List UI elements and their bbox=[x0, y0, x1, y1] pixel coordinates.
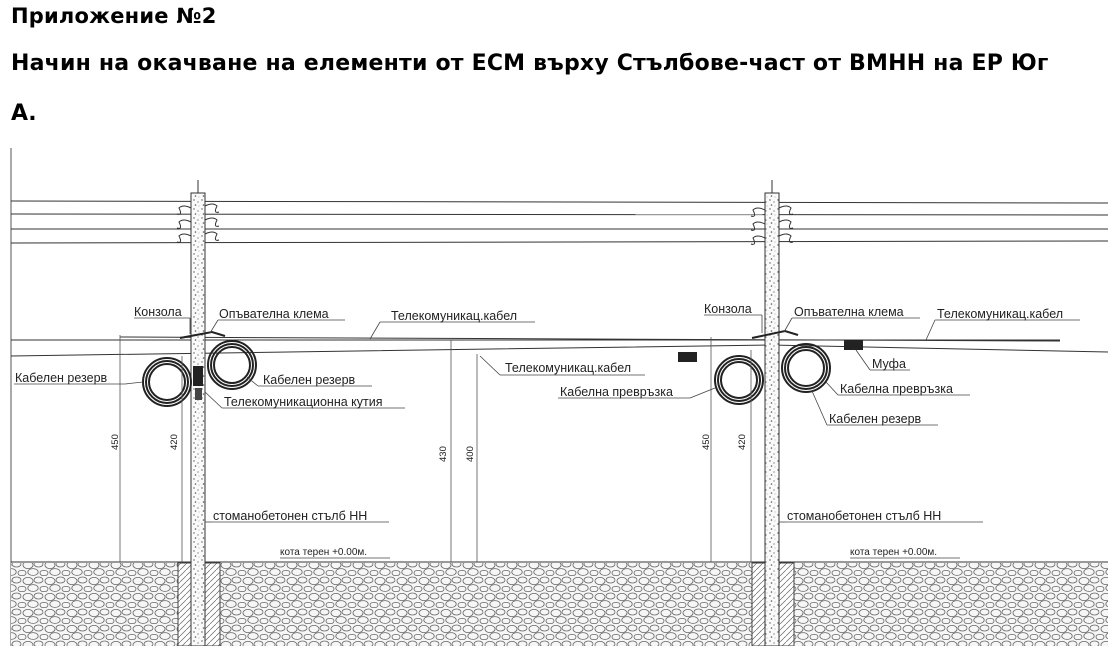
insulators bbox=[176, 203, 220, 243]
cable-reserve-label: Кабелен резерв bbox=[263, 373, 356, 387]
cable-reserve-right bbox=[207, 340, 257, 390]
ground-level-label: кота терен +0.00м. bbox=[850, 547, 937, 558]
concrete-pole bbox=[190, 192, 206, 646]
telecom-box-lower bbox=[195, 388, 202, 400]
page-title-continuation: А. bbox=[11, 101, 37, 126]
cable-reserve-label: Кабелен резерв bbox=[15, 371, 108, 385]
dimension-450: 450 bbox=[110, 434, 121, 450]
console-label: Конзола bbox=[704, 302, 752, 316]
clamp-label: Опъвателна клема bbox=[219, 307, 329, 321]
cable-reserve-left bbox=[714, 355, 764, 405]
concrete-pole bbox=[764, 192, 780, 646]
dimension-lines bbox=[119, 335, 752, 562]
ground-level-label: кота терен +0.00м. bbox=[280, 547, 367, 558]
console-label: Конзола bbox=[134, 305, 182, 319]
appendix-title: Приложение №2 bbox=[11, 4, 217, 28]
pole-label: стоманобетонен стълб НН bbox=[787, 509, 941, 523]
clamp-label: Опъвателна клема bbox=[794, 305, 904, 319]
telecom-cable-label: Телекомуникац.кабел bbox=[505, 361, 631, 375]
telecom-box bbox=[193, 366, 203, 386]
console bbox=[179, 330, 226, 339]
dimension-420: 420 bbox=[169, 434, 180, 450]
dimension-450: 450 bbox=[701, 434, 712, 450]
page-title: Начин на окачване на елементи от ЕСМ вър… bbox=[11, 51, 1049, 76]
right-pole-assembly bbox=[678, 180, 863, 646]
sleeve-label: Муфа bbox=[872, 357, 906, 371]
ground bbox=[11, 561, 1108, 646]
cable-reserve-left bbox=[142, 357, 192, 407]
cable-link-label: Кабелна превръзка bbox=[840, 382, 953, 396]
sleeve-right bbox=[844, 340, 863, 350]
dimension-430: 430 bbox=[438, 446, 449, 462]
power-lines bbox=[10, 200, 1108, 244]
pole-label: стоманобетонен стълб НН bbox=[213, 509, 367, 523]
insulators bbox=[750, 205, 794, 245]
telecom-cable-label: Телекомуникац.кабел bbox=[391, 309, 517, 323]
dimension-420: 420 bbox=[737, 434, 748, 450]
dimension-400: 400 bbox=[465, 446, 476, 462]
telecom-cables bbox=[10, 336, 1108, 357]
telecom-cable-label: Телекомуникац.кабел bbox=[937, 307, 1063, 321]
cable-link-label: Кабелна превръзка bbox=[560, 385, 673, 399]
cable-reserve-right bbox=[781, 343, 831, 393]
cable-reserve-label: Кабелен резерв bbox=[829, 412, 922, 426]
sleeve-left bbox=[678, 352, 697, 362]
telecom-box-label: Телекомуникационна кутия bbox=[224, 395, 383, 409]
leader-lines bbox=[14, 314, 1080, 559]
